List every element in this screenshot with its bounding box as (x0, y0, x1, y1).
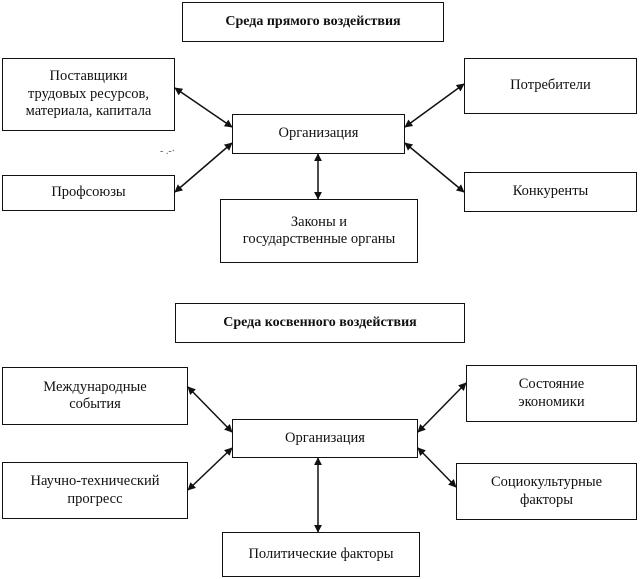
indirect-organization-box: Организация (232, 419, 418, 458)
consumers-box: Потребители (464, 58, 637, 114)
arrow-economy-organization (417, 382, 467, 433)
direct-organization-box: Организация (232, 114, 405, 154)
scitech-progress-box: Научно-технический прогресс (2, 462, 188, 519)
competitors-box: Конкуренты (464, 172, 637, 212)
laws-box: Законы и государственные органы (220, 199, 418, 263)
arrow-sociocultural-organization (417, 447, 457, 488)
arrow-unions-organization (174, 142, 233, 193)
arrow-competitors-organization (404, 142, 465, 193)
arrow-suppliers-organization (174, 87, 233, 128)
sociocultural-factors-box: Социокультурные факторы (456, 463, 637, 520)
scan-speck: - .-· (160, 146, 175, 157)
arrow-scitech-organization (187, 447, 233, 491)
international-events-box: Международные события (2, 367, 188, 425)
unions-box: Профсоюзы (2, 175, 175, 211)
arrow-consumers-organization (404, 83, 465, 128)
indirect-environment-title: Среда косвенного воздействия (175, 303, 465, 343)
direct-environment-title: Среда прямого воздействия (182, 2, 444, 42)
political-factors-box: Политические факторы (222, 532, 420, 577)
economy-state-box: Состояние экономики (466, 365, 637, 422)
suppliers-box: Поставщики трудовых ресурсов, материала,… (2, 58, 175, 131)
arrow-international-organization (187, 386, 233, 433)
